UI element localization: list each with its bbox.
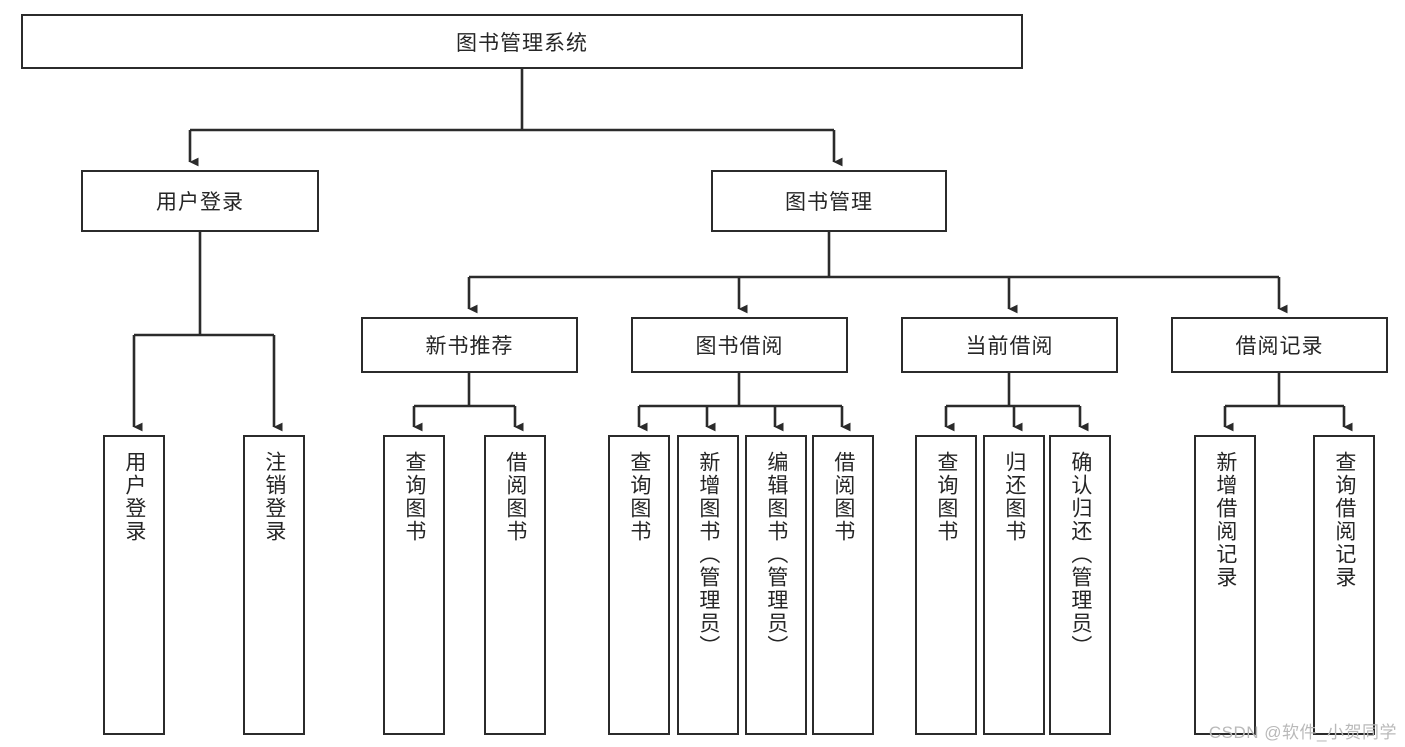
leaf-borrow-edit-book-admin[interactable]: 编辑图书（管理员） xyxy=(745,435,807,735)
leaf-label: 查询图书 xyxy=(627,451,651,543)
leaf-label: 用户登录 xyxy=(122,451,146,543)
leaf-label: 查询图书 xyxy=(934,451,958,543)
watermark: CSDN @软件_小贺同学 xyxy=(1208,723,1397,742)
node-label: 图书管理 xyxy=(785,191,873,214)
node-book-borrow[interactable]: 图书借阅 xyxy=(631,317,848,373)
node-label: 当前借阅 xyxy=(965,335,1054,358)
node-borrow-record[interactable]: 借阅记录 xyxy=(1171,317,1388,373)
leaf-borrow-add-book-admin[interactable]: 新增图书（管理员） xyxy=(677,435,739,735)
leaf-user-logout[interactable]: 注销登录 xyxy=(243,435,305,735)
leaf-label: 归还图书 xyxy=(1002,451,1026,543)
leaf-user-login[interactable]: 用户登录 xyxy=(103,435,165,735)
leaf-label: 借阅图书 xyxy=(831,451,855,543)
node-new-book-recommend[interactable]: 新书推荐 xyxy=(361,317,578,373)
leaf-current-query-book[interactable]: 查询图书 xyxy=(915,435,977,735)
node-label: 借阅记录 xyxy=(1235,335,1324,358)
leaf-recommend-borrow-book[interactable]: 借阅图书 xyxy=(484,435,546,735)
leaf-label: 新增图书（管理员） xyxy=(696,451,720,658)
leaf-current-confirm-return-admin[interactable]: 确认归还（管理员） xyxy=(1049,435,1111,735)
leaf-current-return-book[interactable]: 归还图书 xyxy=(983,435,1045,735)
node-root-book-management-system[interactable]: 图书管理系统 xyxy=(21,14,1023,69)
leaf-label: 注销登录 xyxy=(262,451,286,543)
leaf-label: 确认归还（管理员） xyxy=(1068,451,1092,658)
node-user-login[interactable]: 用户登录 xyxy=(81,170,319,232)
node-label: 用户登录 xyxy=(156,191,244,214)
node-book-management[interactable]: 图书管理 xyxy=(711,170,947,232)
leaf-borrow-query-book[interactable]: 查询图书 xyxy=(608,435,670,735)
node-label: 图书管理系统 xyxy=(456,31,588,55)
node-label: 新书推荐 xyxy=(425,335,514,358)
leaf-borrow-borrow-book[interactable]: 借阅图书 xyxy=(812,435,874,735)
node-label: 图书借阅 xyxy=(695,335,784,358)
leaf-label: 查询借阅记录 xyxy=(1332,451,1356,589)
leaf-label: 新增借阅记录 xyxy=(1213,451,1237,589)
leaf-label: 查询图书 xyxy=(402,451,426,543)
leaf-record-add-borrow-record[interactable]: 新增借阅记录 xyxy=(1194,435,1256,735)
leaf-label: 借阅图书 xyxy=(503,451,527,543)
node-current-borrow[interactable]: 当前借阅 xyxy=(901,317,1118,373)
leaf-label: 编辑图书（管理员） xyxy=(764,451,788,658)
leaf-recommend-query-book[interactable]: 查询图书 xyxy=(383,435,445,735)
leaf-record-query-borrow-record[interactable]: 查询借阅记录 xyxy=(1313,435,1375,735)
